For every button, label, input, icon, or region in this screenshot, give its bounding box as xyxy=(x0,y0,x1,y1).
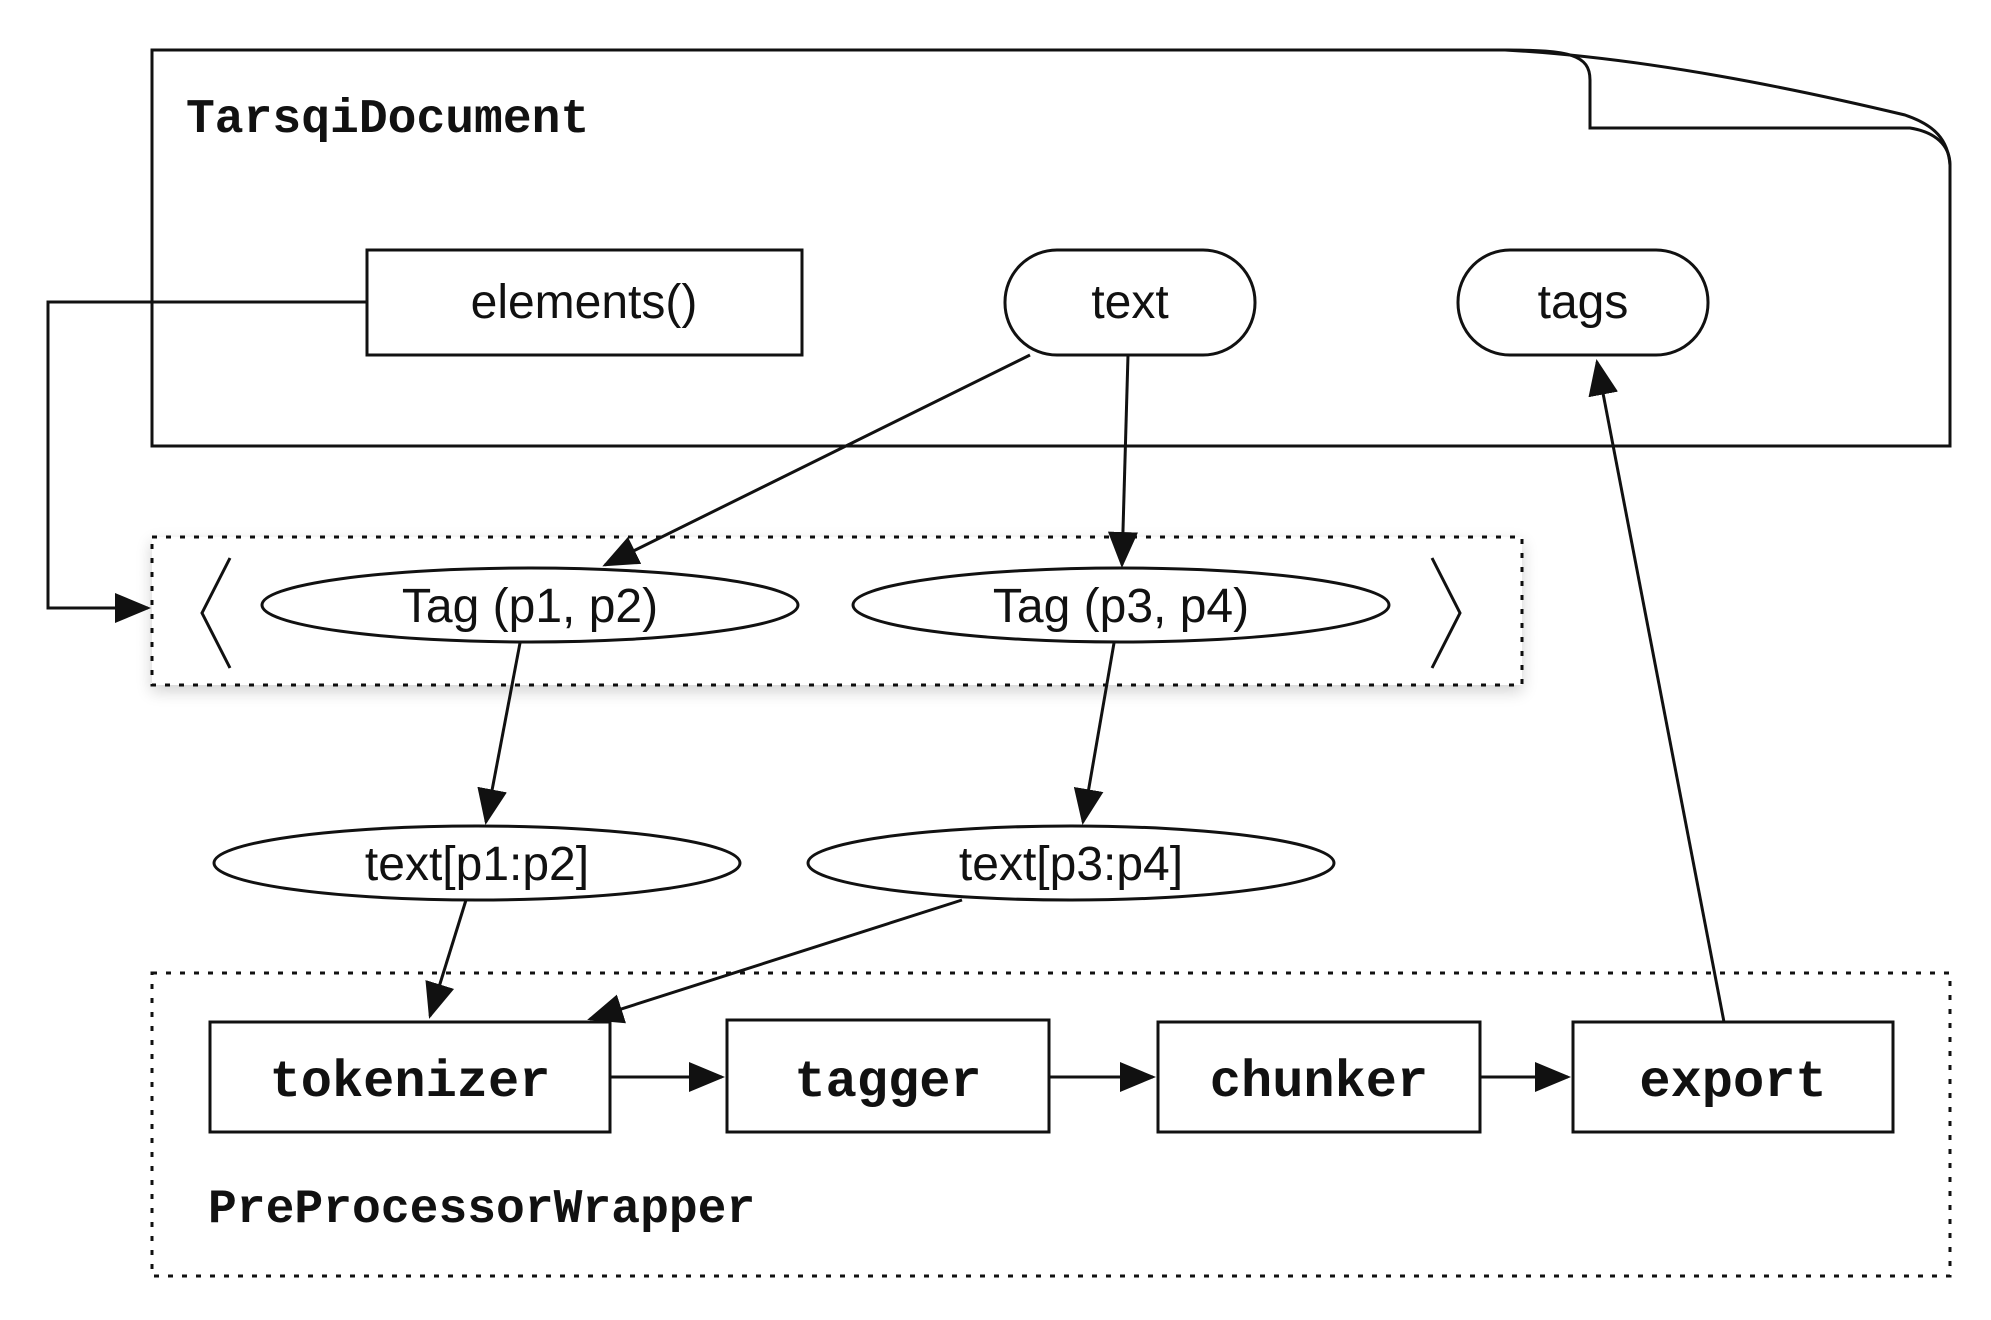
tag1-to-slice1-arrow xyxy=(477,642,522,825)
export-stage[interactable]: export xyxy=(1571,1020,1895,1134)
tokenizer-stage[interactable]: tokenizer xyxy=(208,1020,612,1134)
chunker-stage-label: chunker xyxy=(1210,1053,1428,1112)
text-slice-2-label: text[p3:p4] xyxy=(959,838,1183,891)
slice1-to-tokenizer-arrow xyxy=(425,899,468,1019)
elements-to-taglist-arrow xyxy=(46,300,367,623)
tag2-to-slice2-arrow xyxy=(1073,642,1116,825)
tags-attribute-node[interactable]: tags xyxy=(1456,248,1710,357)
text-attribute-label: text xyxy=(1091,276,1168,329)
slice2-to-tokenizer-arrow xyxy=(587,898,963,1024)
text-attribute-node[interactable]: text xyxy=(1003,248,1257,357)
preprocessor-wrapper-container: PreProcessorWrapper xyxy=(150,971,1952,1278)
list-open-bracket xyxy=(200,557,232,669)
tag-node-1[interactable]: Tag (p1, p2) xyxy=(260,566,800,644)
chunker-stage[interactable]: chunker xyxy=(1156,1020,1482,1134)
text-slice-2[interactable]: text[p3:p4] xyxy=(806,824,1336,902)
text-to-tag2-arrow xyxy=(1107,354,1138,568)
tagger-stage[interactable]: tagger xyxy=(725,1018,1051,1134)
tags-attribute-label: tags xyxy=(1538,276,1629,329)
tarsqi-document-container: TarsqiDocument xyxy=(150,48,1952,448)
export-stage-label: export xyxy=(1639,1053,1826,1112)
elements-method-label: elements() xyxy=(471,276,698,329)
tag-node-2[interactable]: Tag (p3, p4) xyxy=(851,566,1391,644)
list-close-bracket xyxy=(1430,557,1462,669)
text-slice-1[interactable]: text[p1:p2] xyxy=(212,824,742,902)
tarsqi-document-title: TarsqiDocument xyxy=(186,93,589,147)
tagger-stage-label: tagger xyxy=(794,1053,981,1112)
text-to-tag1-arrow xyxy=(602,353,1031,567)
export-to-tags-arrow xyxy=(1588,359,1726,1023)
tag-node-1-label: Tag (p1, p2) xyxy=(402,580,658,633)
tokenizer-stage-label: tokenizer xyxy=(270,1053,551,1112)
text-slice-1-label: text[p1:p2] xyxy=(365,838,589,891)
preprocessor-wrapper-title: PreProcessorWrapper xyxy=(208,1183,755,1237)
tag-node-2-label: Tag (p3, p4) xyxy=(993,580,1249,633)
elements-method-box[interactable]: elements() xyxy=(365,248,804,357)
